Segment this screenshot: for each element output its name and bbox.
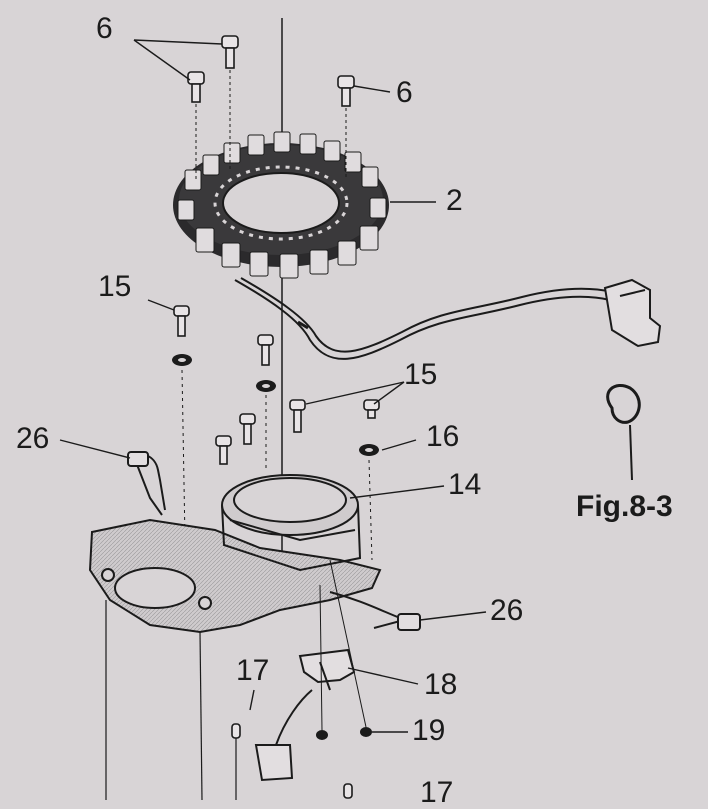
bolt-15-c (289, 399, 306, 433)
bracket-18 (298, 648, 356, 691)
figure-reference: Fig.8-3 (576, 490, 673, 523)
bolt-15-b (257, 334, 274, 366)
bolt-6-c (337, 75, 355, 107)
bolt-6-b (187, 71, 205, 103)
callout-2: 2 (446, 184, 463, 217)
callout-26-left: 26 (16, 422, 50, 455)
wire-26-right (329, 591, 421, 631)
callout-14: 14 (448, 468, 482, 501)
pulser-base-plate (88, 474, 382, 634)
callout-17-left: 17 (236, 654, 270, 687)
lower-connector (254, 689, 313, 782)
callout-17-bottom: 17 (420, 776, 454, 809)
stator-wire-harness (234, 277, 613, 360)
callout-6-top: 6 (96, 12, 113, 45)
pin-17 (231, 723, 353, 799)
bolt-15-a (173, 305, 190, 337)
bolt-6-a (221, 35, 239, 69)
wire-connector (603, 278, 662, 348)
callout-16: 16 (426, 420, 460, 453)
callout-26-right: 26 (490, 594, 524, 627)
callout-19: 19 (412, 714, 446, 747)
washers (172, 354, 379, 456)
callout-6-right: 6 (396, 76, 413, 109)
wire-26-left (127, 451, 166, 516)
bolt-15-e (239, 413, 256, 445)
leader-lines (59, 39, 487, 733)
callout-15-upper: 15 (98, 270, 132, 303)
callout-18: 18 (424, 668, 458, 701)
stator-coil (173, 131, 389, 279)
clip-figure-8-3 (606, 384, 641, 481)
screws-19 (316, 727, 372, 740)
callout-15-middle: 15 (404, 358, 438, 391)
bolt-15-f (215, 435, 232, 465)
